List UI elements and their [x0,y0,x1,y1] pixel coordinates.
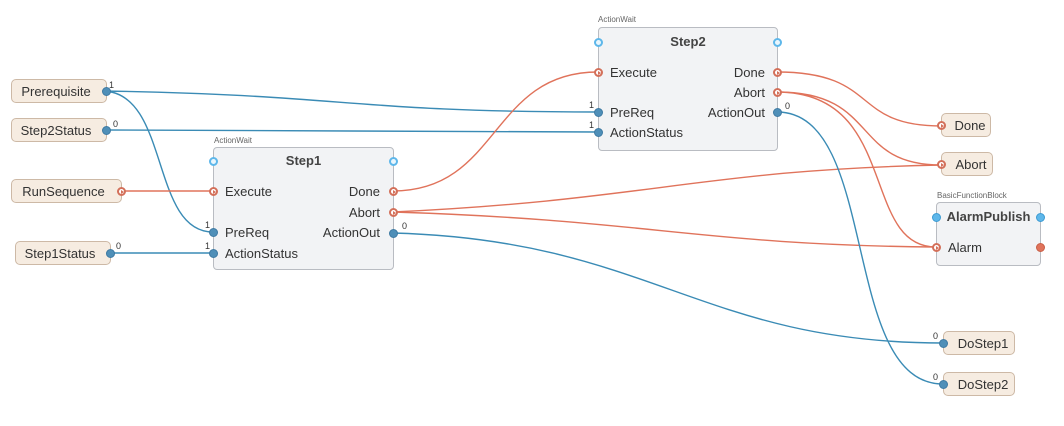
value-dostep2: 0 [933,372,939,382]
step2-abort-port[interactable] [773,88,782,97]
value-prerequisite: 1 [109,80,115,90]
wire-step2-abort-abort-output [776,91,942,166]
step2-done-label: Done [733,65,765,80]
step1-block[interactable]: Step1 Execute 1 PreReq 1 ActionStatus Do… [205,147,407,270]
output-abort-label: Abort [955,156,987,172]
output-dostep2-label: DoStep2 [957,376,1009,392]
wire-step2-abort-alarm [776,91,937,248]
step2-abort-label: Abort [733,85,765,100]
input-step1status-label: Step1Status [24,245,96,261]
output-dostep1-label: DoStep1 [957,335,1009,351]
wire-step1-abort-abort-output [392,164,942,213]
step2-execute-label: Execute [610,65,657,80]
value-dostep1: 0 [933,331,939,341]
step2-event-in-port[interactable] [594,38,603,47]
input-prerequisite-label: Prerequisite [21,83,91,99]
alarmpublish-event-in-port[interactable] [932,213,941,222]
step2-actionout-value: 0 [784,101,790,111]
input-step1status[interactable]: Step1Status [15,241,115,265]
step2-actionstatus-label: ActionStatus [610,125,683,140]
wire-prerequisite-step2-prereq [101,90,599,113]
step2-prereq-label: PreReq [610,105,655,120]
alarmpublish-alarm-port[interactable] [932,243,941,252]
step1-actionout-label: ActionOut [322,225,380,240]
step1-done-port[interactable] [389,187,398,196]
output-abort-port[interactable] [937,160,946,169]
step1-execute-port[interactable] [209,187,218,196]
step1-event-in-port[interactable] [209,157,218,166]
step2-actionout-port[interactable] [773,108,782,117]
step1-abort-port[interactable] [389,208,398,217]
step1-done-label: Done [348,184,380,199]
wire-step2-done-done-output [776,71,942,127]
input-runsequence[interactable]: RunSequence [11,179,126,203]
input-step2status[interactable]: Step2Status [11,118,111,142]
step2-event-out-port[interactable] [773,38,782,47]
step1-actionout-port[interactable] [389,229,398,238]
input-runsequence-label: RunSequence [22,183,105,199]
step1-execute-label: Execute [225,184,272,199]
alarmpublish-event-out-port[interactable] [1036,213,1045,222]
step2-actionstatus-value: 1 [589,120,595,130]
step1-prereq-value: 1 [205,220,211,230]
input-runsequence-port[interactable] [117,187,126,196]
output-dostep2[interactable]: DoStep2 [939,372,1015,396]
step1-title: Step1 [285,153,322,168]
step1-actionstatus-value: 1 [205,241,211,251]
step2-type-label: ActionWait [598,15,636,24]
step2-title: Step2 [670,34,706,49]
wire-prerequisite-step1-prereq [101,90,214,233]
step1-actionstatus-label: ActionStatus [225,246,298,261]
step1-prereq-label: PreReq [225,225,270,240]
alarmpublish-alarm-label: Alarm [948,240,982,255]
input-step2status-port[interactable] [102,126,111,135]
step1-actionstatus-port[interactable] [209,249,218,258]
step2-block[interactable]: Step2 Execute 1 PreReq 1 ActionStatus Do… [589,27,790,151]
output-done-port[interactable] [937,121,946,130]
input-prerequisite[interactable]: Prerequisite [11,79,111,103]
alarmpublish-block[interactable]: AlarmPublish Alarm [932,202,1045,266]
input-prerequisite-port[interactable] [102,87,111,96]
wire-step1-done-step2-execute [392,71,599,192]
alarmpublish-title: AlarmPublish [946,209,1031,224]
wire-step1-actionout-dostep1 [392,232,944,344]
step2-prereq-port[interactable] [594,108,603,117]
step2-actionstatus-port[interactable] [594,128,603,137]
step1-type-label: ActionWait [214,136,252,145]
input-step1status-port[interactable] [106,249,115,258]
output-abort[interactable]: Abort [937,152,993,176]
value-step1status: 0 [116,241,122,251]
output-done[interactable]: Done [937,113,991,137]
step1-abort-label: Abort [348,205,380,220]
output-done-label: Done [954,117,986,133]
wire-step2-actionout-dostep2 [776,111,944,385]
step1-prereq-port[interactable] [209,228,218,237]
step2-done-port[interactable] [773,68,782,77]
alarm-block-type-label: BasicFunctionBlock [937,191,1007,200]
step1-event-out-port[interactable] [389,157,398,166]
output-dostep2-port[interactable] [939,380,948,389]
output-dostep1-port[interactable] [939,339,948,348]
step2-execute-port[interactable] [594,68,603,77]
step2-actionout-label: ActionOut [707,105,765,120]
step2-prereq-value: 1 [589,100,595,110]
alarmpublish-output-port[interactable] [1036,243,1045,252]
value-step2status: 0 [113,119,119,129]
wire-step2status-step2-actionstatus [104,129,599,133]
output-dostep1[interactable]: DoStep1 [939,331,1015,355]
input-step2status-label: Step2Status [20,122,92,138]
step1-actionout-value: 0 [401,221,407,231]
wire-step1-abort-alarm [392,211,937,248]
